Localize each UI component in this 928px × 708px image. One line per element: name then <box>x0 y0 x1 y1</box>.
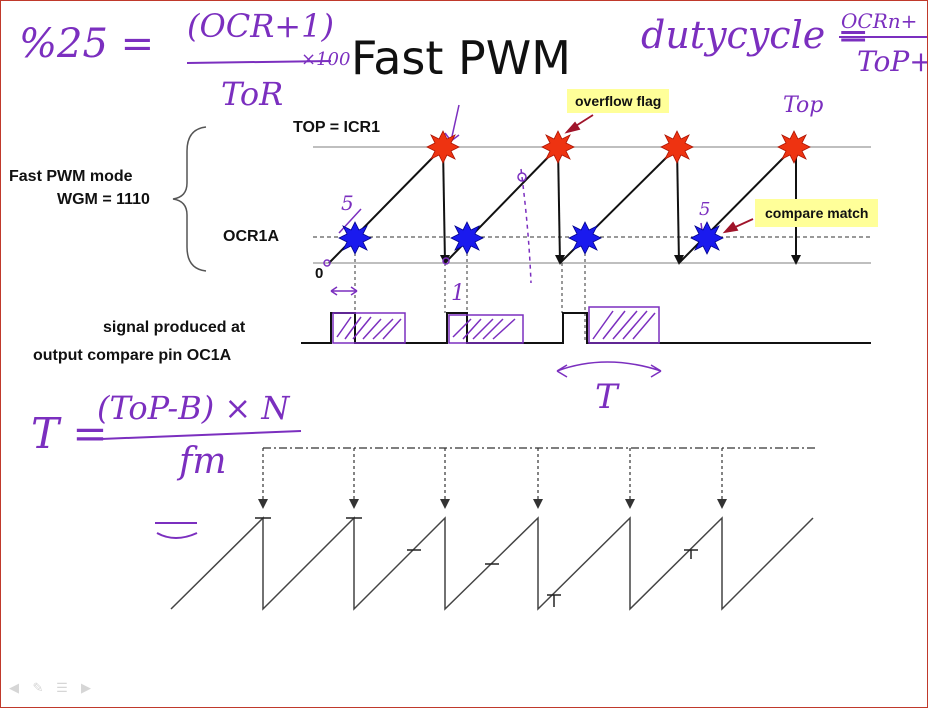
mode-label-line2: WGM = 1110 <box>57 191 150 208</box>
counter-sawtooth <box>328 146 795 264</box>
signal-label-line1: signal produced at <box>103 319 246 336</box>
lower-down-arrows <box>262 448 723 501</box>
slide-toolbar: ◀ ✎ ☰ ▶ <box>7 681 93 695</box>
hw-period-T: T <box>595 377 618 417</box>
hw-small-5: 5 <box>341 191 354 215</box>
compare-match-callout: compare match <box>755 199 879 227</box>
ocr-label: OCR1A <box>223 228 280 245</box>
drop-arrows <box>440 151 801 265</box>
match-guide-lines <box>354 241 586 343</box>
callout-arrows <box>564 114 754 234</box>
hw-frac-den-right: ToP+ <box>857 45 928 78</box>
hw-frac-den-left: ToR <box>221 75 284 113</box>
hw-frac-num-right: OCRn+ <box>841 9 918 33</box>
output-signal <box>301 312 871 344</box>
compare-stars <box>338 221 724 255</box>
hw-x100: ×100 <box>301 49 351 70</box>
pen-icon[interactable]: ✎ <box>32 680 44 695</box>
handwritten-fraction-lines <box>100 36 927 539</box>
top-label: TOP = ICR1 <box>293 119 380 136</box>
arrow-right-icon[interactable]: ▶ <box>81 680 91 695</box>
slide-title: Fast PWM <box>351 31 571 85</box>
arrow-left-icon[interactable]: ◀ <box>9 680 19 695</box>
overflow-flag-callout: overflow flag <box>567 89 670 113</box>
lower-tick-marks <box>255 517 698 607</box>
hw-frac-num-left: (OCR+1) <box>187 7 334 45</box>
signal-label-line2: output compare pin OC1A <box>33 347 232 364</box>
mode-label-line1: Fast PWM mode <box>9 168 133 185</box>
overflow-stars <box>426 130 811 164</box>
hw-duty-left: %25 = <box>19 21 155 67</box>
hw-small-1: 1 <box>451 281 465 306</box>
lower-arrow-heads <box>258 499 727 509</box>
menu-icon[interactable]: ☰ <box>56 680 68 695</box>
hw-formula-T: T = <box>31 409 108 458</box>
zero-label: 0 <box>315 265 324 282</box>
hw-formula-num: (ToP-B) × N <box>97 389 290 427</box>
hw-duty-right: dutycycle = <box>641 13 870 57</box>
hw-formula-den: fm <box>179 441 227 482</box>
hw-top-note: Top <box>783 93 824 118</box>
mode-brace <box>172 126 207 272</box>
hw-small-5b: 5 <box>699 199 711 220</box>
signal-scribbles <box>323 104 704 378</box>
